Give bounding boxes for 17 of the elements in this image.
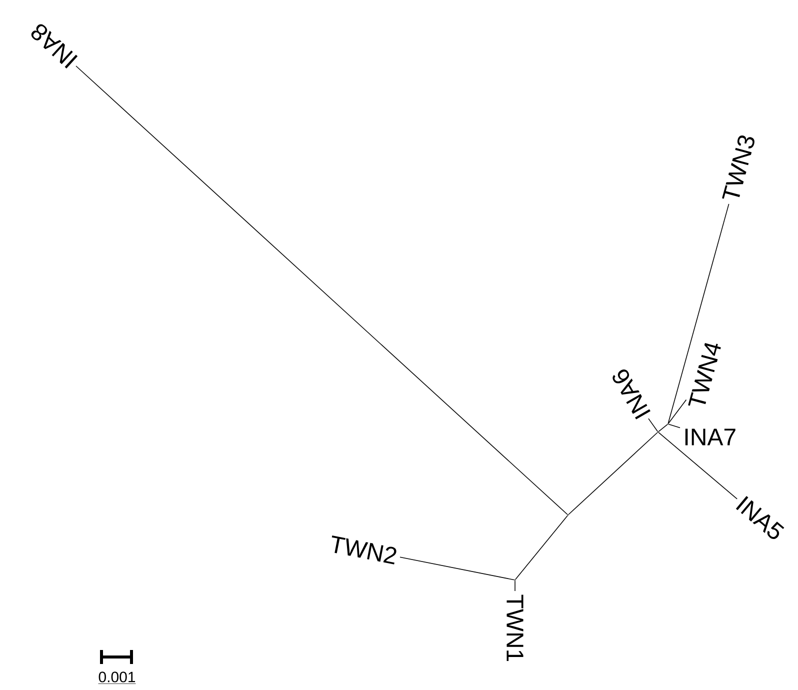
branch-line xyxy=(658,424,668,432)
branch-line xyxy=(648,418,658,432)
branch-line xyxy=(658,432,738,500)
leaf-label: INA7 xyxy=(685,428,736,446)
scale-label: 0.001 xyxy=(98,672,136,684)
leaf-label: TWN3 xyxy=(722,135,754,199)
branch-line xyxy=(668,424,680,428)
branch-line xyxy=(514,580,516,592)
leaf-label: TWN1 xyxy=(506,594,524,661)
branch-line xyxy=(668,204,730,424)
leaf-label: TWN2 xyxy=(332,536,396,564)
branch-line xyxy=(515,515,568,580)
leaf-label: TWN4 xyxy=(688,343,721,406)
branch-line xyxy=(76,66,568,515)
branch-line xyxy=(400,556,515,580)
branch-line xyxy=(668,399,687,424)
branch-line xyxy=(568,432,658,515)
